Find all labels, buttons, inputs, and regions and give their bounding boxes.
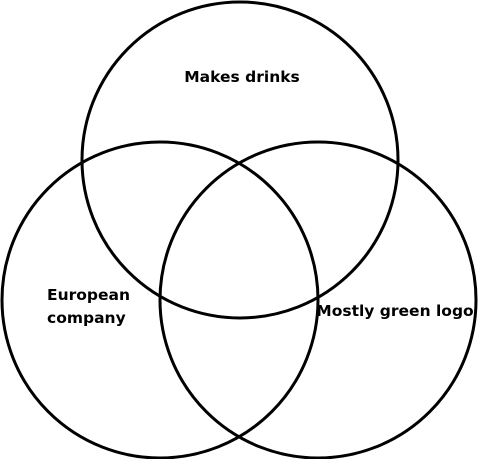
set-label-european-company-line-2: company: [47, 309, 126, 327]
set-circle-mostly-green-logo: [158, 140, 478, 459]
set-label-makes-drinks: Makes drinks: [184, 68, 300, 86]
set-circle-makes-drinks: [80, 0, 400, 320]
set-label-european-company-line-1: European: [47, 286, 130, 304]
set-circle-european-company: [0, 140, 320, 459]
set-label-mostly-green-logo: Mostly green logo: [316, 302, 473, 320]
